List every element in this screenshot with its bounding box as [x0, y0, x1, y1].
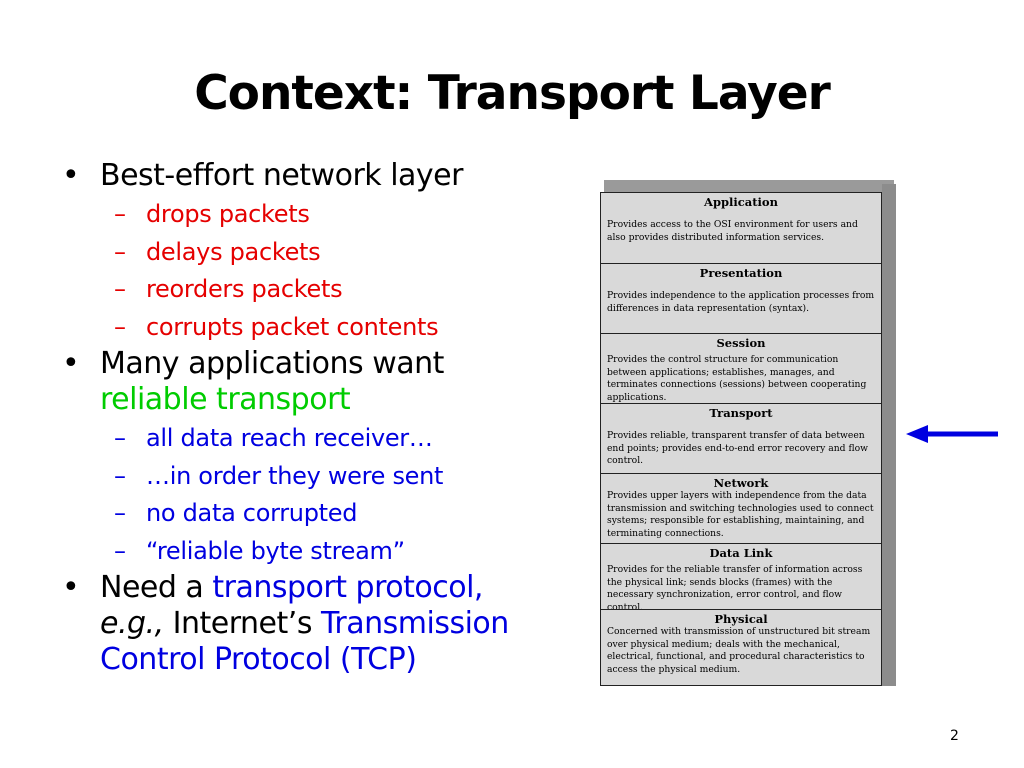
sub-bullet-text: …in order they were sent	[146, 461, 444, 490]
arrow-head	[906, 425, 928, 443]
dash: –	[114, 200, 126, 228]
sub-bullet: –delays packets	[62, 234, 562, 272]
stack-top-face	[604, 180, 894, 192]
highlight-transport-protocol: transport protocol,	[212, 570, 483, 605]
sub-bullet: –…in order they were sent	[62, 458, 562, 496]
sub-bullet: –all data reach receiver…	[62, 420, 562, 458]
layer-description: Concerned with transmission of unstructu…	[607, 626, 871, 675]
sub-bullet-text: drops packets	[146, 200, 310, 228]
osi-layer-physical: Physical Concerned with transmission of …	[600, 609, 882, 686]
layer-name: Data Link	[709, 546, 773, 560]
layer-name: Transport	[709, 406, 773, 420]
page-number: 2	[950, 728, 959, 744]
layer-description: Provides upper layers with independence …	[607, 490, 874, 539]
dash: –	[114, 424, 126, 452]
sub-bullet-text: “reliable byte stream”	[146, 536, 405, 565]
bullet-dot: •	[62, 346, 80, 381]
layer-name: Session	[716, 336, 766, 350]
eg-text: e.g.,	[100, 606, 164, 641]
sub-bullet: –no data corrupted	[62, 495, 562, 533]
layer-name: Physical	[714, 612, 768, 626]
bullet-dot: •	[62, 570, 80, 605]
dash: –	[114, 237, 126, 266]
bullet-text: Many applications want	[100, 346, 444, 381]
sub-bullet-text: reorders packets	[146, 275, 343, 303]
bullet-best-effort: • Best-effort network layer	[62, 158, 562, 194]
dash: –	[114, 499, 126, 527]
sub-bullet-text: all data reach receiver…	[146, 424, 433, 452]
slide-title: Context: Transport Layer	[194, 66, 831, 121]
layer-description: Provides access to the OSI environment f…	[607, 219, 858, 243]
dash: –	[114, 312, 126, 341]
sub-bullet-text: corrupts packet contents	[146, 312, 439, 341]
osi-layer-data-link: Data Link Provides for the reliable tran…	[600, 543, 882, 613]
sub-bullet: –corrupts packet contents	[62, 309, 562, 347]
internets-text: Internet’s	[172, 606, 313, 641]
dash: –	[114, 275, 126, 303]
layer-description: Provides the control structure for commu…	[607, 354, 867, 403]
osi-layer-application: Application Provides access to the OSI e…	[600, 192, 882, 264]
sub-bullet: –drops packets	[62, 196, 562, 234]
highlight-tcp: Control Protocol (TCP)	[100, 642, 417, 677]
osi-layer-presentation: Presentation Provides independence to th…	[600, 263, 882, 334]
layer-description: Provides for the reliable transfer of in…	[607, 564, 863, 613]
dash: –	[114, 461, 126, 490]
highlight-transmission: Transmission	[321, 606, 509, 641]
bullet-text: Best-effort network layer	[100, 158, 463, 193]
osi-layer-stack: Application Provides access to the OSI e…	[600, 180, 896, 686]
layer-name: Presentation	[699, 266, 783, 280]
sub-bullet: –“reliable byte stream”	[62, 533, 562, 571]
bullet-list: •Best-effort network layer –drops packet…	[62, 158, 562, 680]
left-arrow-icon	[906, 425, 998, 443]
layer-description: Provides independence to the application…	[607, 290, 875, 314]
osi-layer-session: Session Provides the control structure f…	[600, 333, 882, 404]
bullet-need-transport-protocol: • Need a transport protocol, e.g., Interne…	[62, 570, 562, 678]
layer-description: Provides reliable, transparent transfer …	[607, 430, 868, 466]
layer-name: Application	[704, 195, 778, 209]
layer-name: Network	[713, 476, 769, 490]
sub-bullet: –reorders packets	[62, 271, 562, 309]
dash: –	[114, 536, 126, 565]
osi-layer-network: Network Provides upper layers with indep…	[600, 473, 882, 544]
sub-bullet-text: delays packets	[146, 237, 321, 266]
stack-side-face	[882, 184, 896, 686]
osi-layer-transport: Transport Provides reliable, transparent…	[600, 403, 882, 474]
sub-bullet-text: no data corrupted	[146, 499, 358, 527]
highlight-reliable-transport: reliable transport	[100, 382, 351, 417]
bullet-dot: •	[62, 158, 80, 193]
bullet-text: Need a	[100, 570, 204, 605]
